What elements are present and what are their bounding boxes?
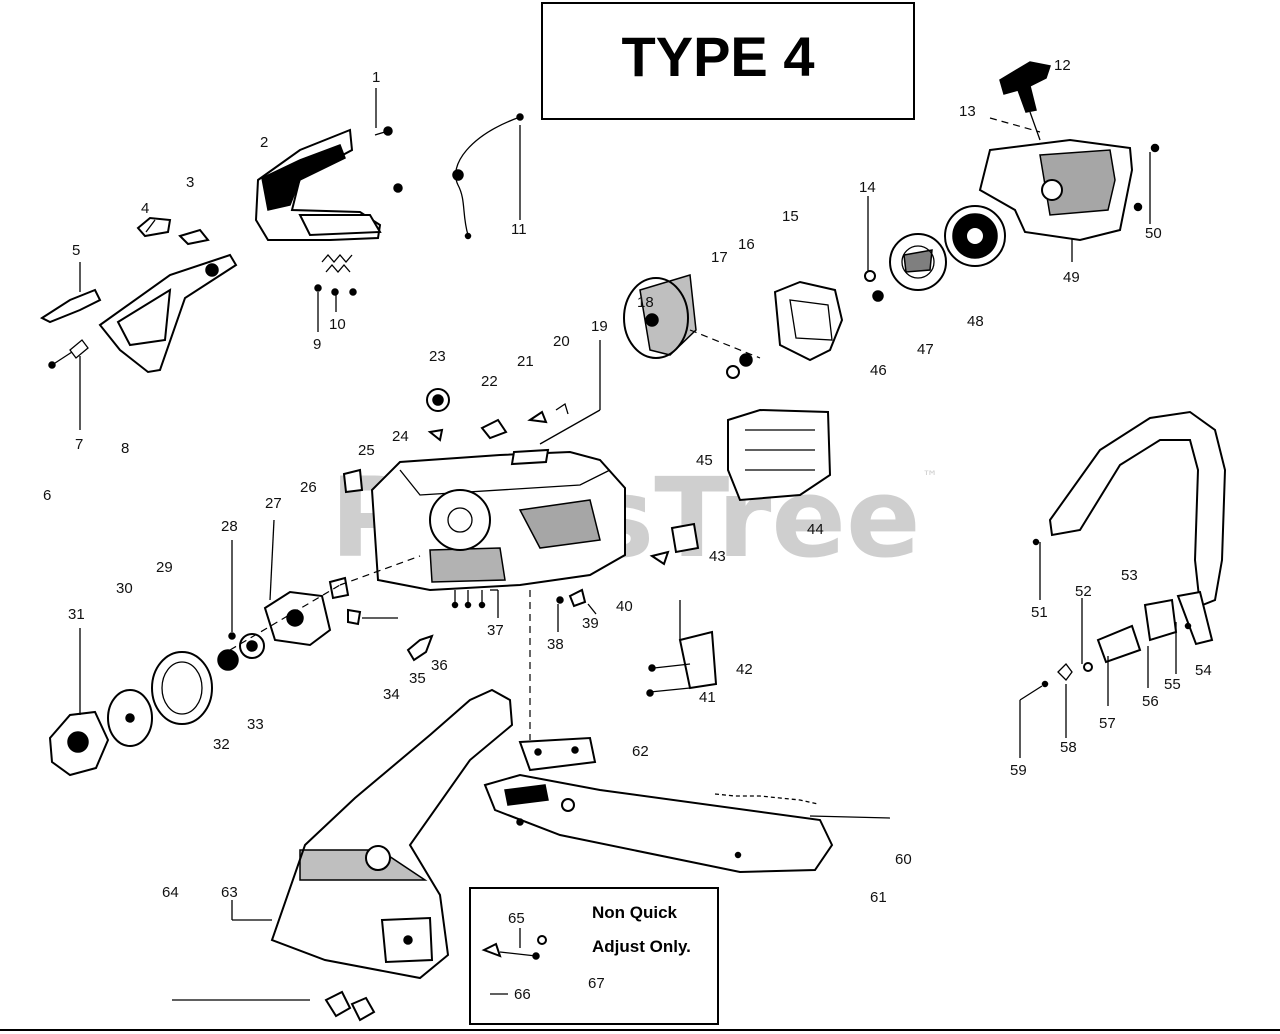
label-47: 47 [917, 341, 934, 358]
fan-cover-part [773, 280, 844, 362]
title-box: TYPE 4 [541, 2, 915, 120]
label-19: 19 [591, 318, 608, 335]
watermark-tm: ™ [922, 467, 938, 486]
sprocket-cover-part [172, 688, 514, 1022]
leader-lines [79, 88, 1177, 995]
label-34: 34 [383, 686, 400, 703]
part-labels: 1 2 3 4 5 6 7 8 9 10 11 12 13 14 15 16 1… [43, 57, 1212, 1003]
small-parts-center [328, 388, 718, 697]
label-55: 55 [1164, 676, 1181, 693]
label-28: 28 [221, 518, 238, 535]
guide-bar-part [483, 773, 891, 874]
label-30: 30 [116, 580, 133, 597]
label-31: 31 [68, 606, 85, 623]
label-8: 8 [121, 440, 129, 457]
label-63: 63 [221, 884, 238, 901]
front-handle-part [1032, 410, 1227, 688]
label-64: 64 [162, 884, 179, 901]
label-54: 54 [1195, 662, 1212, 679]
label-10: 10 [329, 316, 346, 333]
label-50: 50 [1145, 225, 1162, 242]
label-39: 39 [582, 615, 599, 632]
label-18: 18 [637, 294, 654, 311]
label-61: 61 [870, 889, 887, 906]
label-41: 41 [699, 689, 716, 706]
label-53: 53 [1121, 567, 1138, 584]
chain-brake-handle-part [39, 216, 238, 374]
label-27: 27 [265, 495, 282, 512]
diagram-title: TYPE 4 [622, 25, 815, 88]
rear-handle-part [254, 126, 403, 241]
label-42: 42 [736, 661, 753, 678]
label-36: 36 [431, 657, 448, 674]
note-line-1: Non Quick [592, 903, 678, 922]
label-12: 12 [1054, 57, 1071, 74]
label-46: 46 [870, 362, 887, 379]
label-4: 4 [141, 200, 149, 217]
label-52: 52 [1075, 583, 1092, 600]
label-44: 44 [807, 521, 824, 538]
label-15: 15 [782, 208, 799, 225]
clutch-parts [48, 555, 421, 777]
label-24: 24 [392, 428, 409, 445]
label-66: 66 [514, 986, 531, 1003]
label-13: 13 [959, 103, 976, 120]
label-40: 40 [616, 598, 633, 615]
label-37: 37 [487, 622, 504, 639]
label-25: 25 [358, 442, 375, 459]
label-43: 43 [709, 548, 726, 565]
label-14: 14 [859, 179, 876, 196]
label-65: 65 [508, 910, 525, 927]
label-48: 48 [967, 313, 984, 330]
starter-handle-part [989, 61, 1051, 141]
label-67: 67 [588, 975, 605, 992]
chain-part [714, 793, 819, 805]
cable-part [452, 113, 524, 240]
label-17: 17 [711, 249, 728, 266]
label-58: 58 [1060, 739, 1077, 756]
label-57: 57 [1099, 715, 1116, 732]
chassis-part [370, 450, 626, 609]
bar-plate-part [518, 590, 597, 772]
label-60: 60 [895, 851, 912, 868]
label-9: 9 [313, 336, 321, 353]
label-20: 20 [553, 333, 570, 350]
label-11: 11 [511, 221, 527, 238]
label-21: 21 [517, 353, 534, 370]
label-2: 2 [260, 134, 268, 151]
note-box: Non Quick Adjust Only. [469, 887, 719, 1025]
starter-housing-part [978, 138, 1160, 242]
label-23: 23 [429, 348, 446, 365]
label-7: 7 [75, 436, 83, 453]
label-22: 22 [481, 373, 498, 390]
label-5: 5 [72, 242, 80, 259]
spring-part [314, 254, 357, 296]
label-51: 51 [1031, 604, 1048, 621]
label-6: 6 [43, 487, 51, 504]
label-38: 38 [547, 636, 564, 653]
chain-guide-plate-part [727, 408, 832, 502]
note-line-2: Adjust Only. [592, 937, 691, 956]
starter-pulley-part [864, 205, 1006, 302]
label-62: 62 [632, 743, 649, 760]
label-33: 33 [247, 716, 264, 733]
label-29: 29 [156, 559, 173, 576]
label-32: 32 [213, 736, 230, 753]
label-3: 3 [186, 174, 194, 191]
label-35: 35 [409, 670, 426, 687]
label-1: 1 [372, 69, 380, 86]
flywheel-part [623, 274, 761, 379]
label-45: 45 [696, 452, 713, 469]
label-16: 16 [738, 236, 755, 253]
label-49: 49 [1063, 269, 1080, 286]
label-56: 56 [1142, 693, 1159, 710]
label-26: 26 [300, 479, 317, 496]
label-59: 59 [1010, 762, 1027, 779]
